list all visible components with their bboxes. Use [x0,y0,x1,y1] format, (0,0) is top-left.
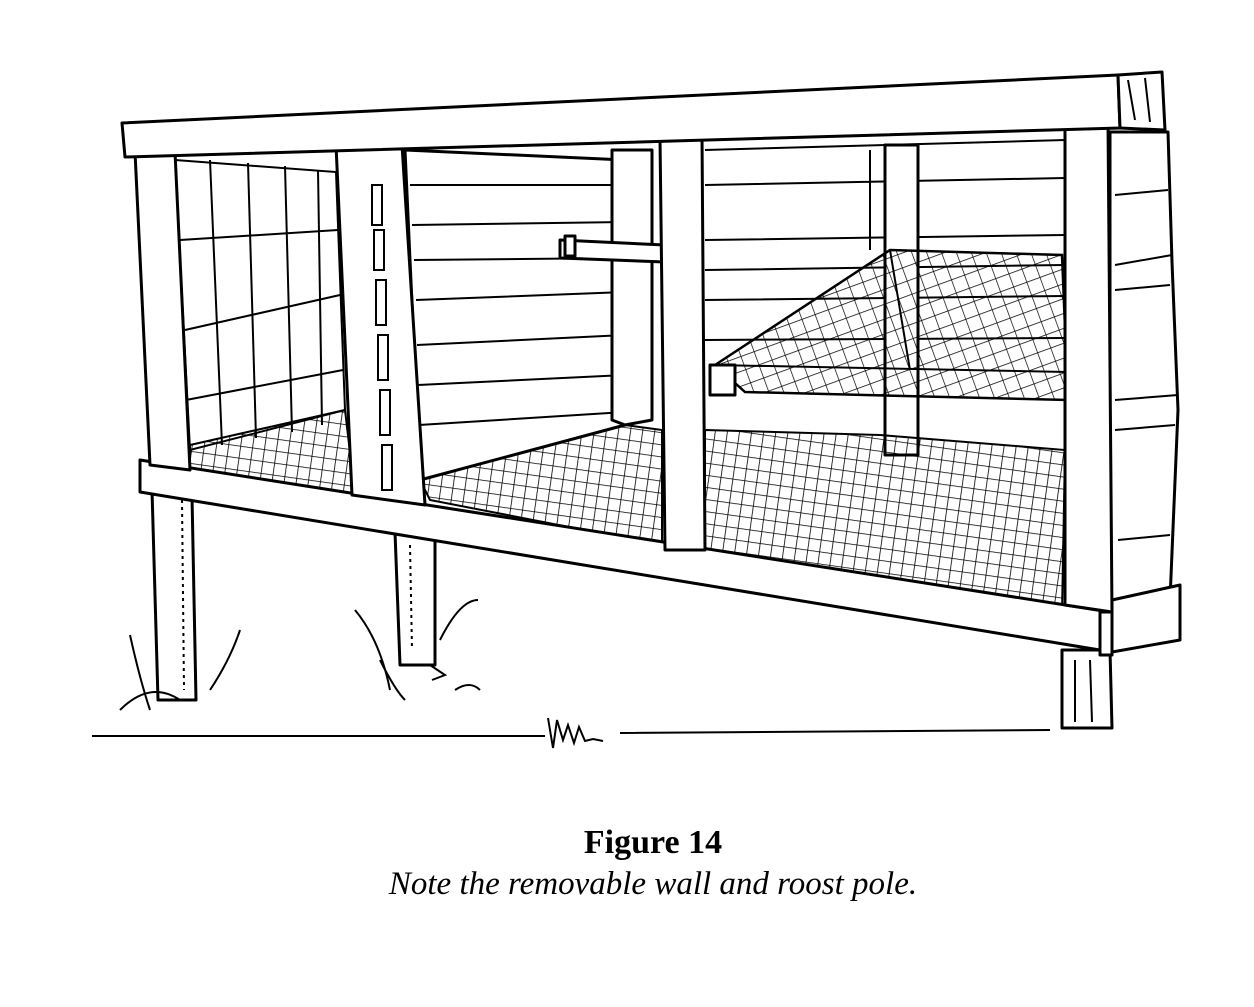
top-beam-end [1116,70,1167,132]
beam-end [1098,610,1114,657]
post-center [658,134,707,552]
left-mesh-wall [173,158,347,452]
ground-line [92,729,1051,737]
mesh-panel [708,248,1070,402]
figure-title: Figure 14 [583,824,723,861]
grass [119,599,481,711]
top-beam [120,73,1122,159]
back-post [610,148,654,427]
hinge-chain [371,184,393,491]
floor-mesh-center [418,423,663,547]
post-right [1063,120,1114,614]
removable-wall [403,148,654,482]
hutch-illustration [92,70,1182,749]
figure-caption: Note the removable wall and roost pole. [388,866,918,902]
right-wall [1108,130,1180,612]
signature [547,717,604,749]
